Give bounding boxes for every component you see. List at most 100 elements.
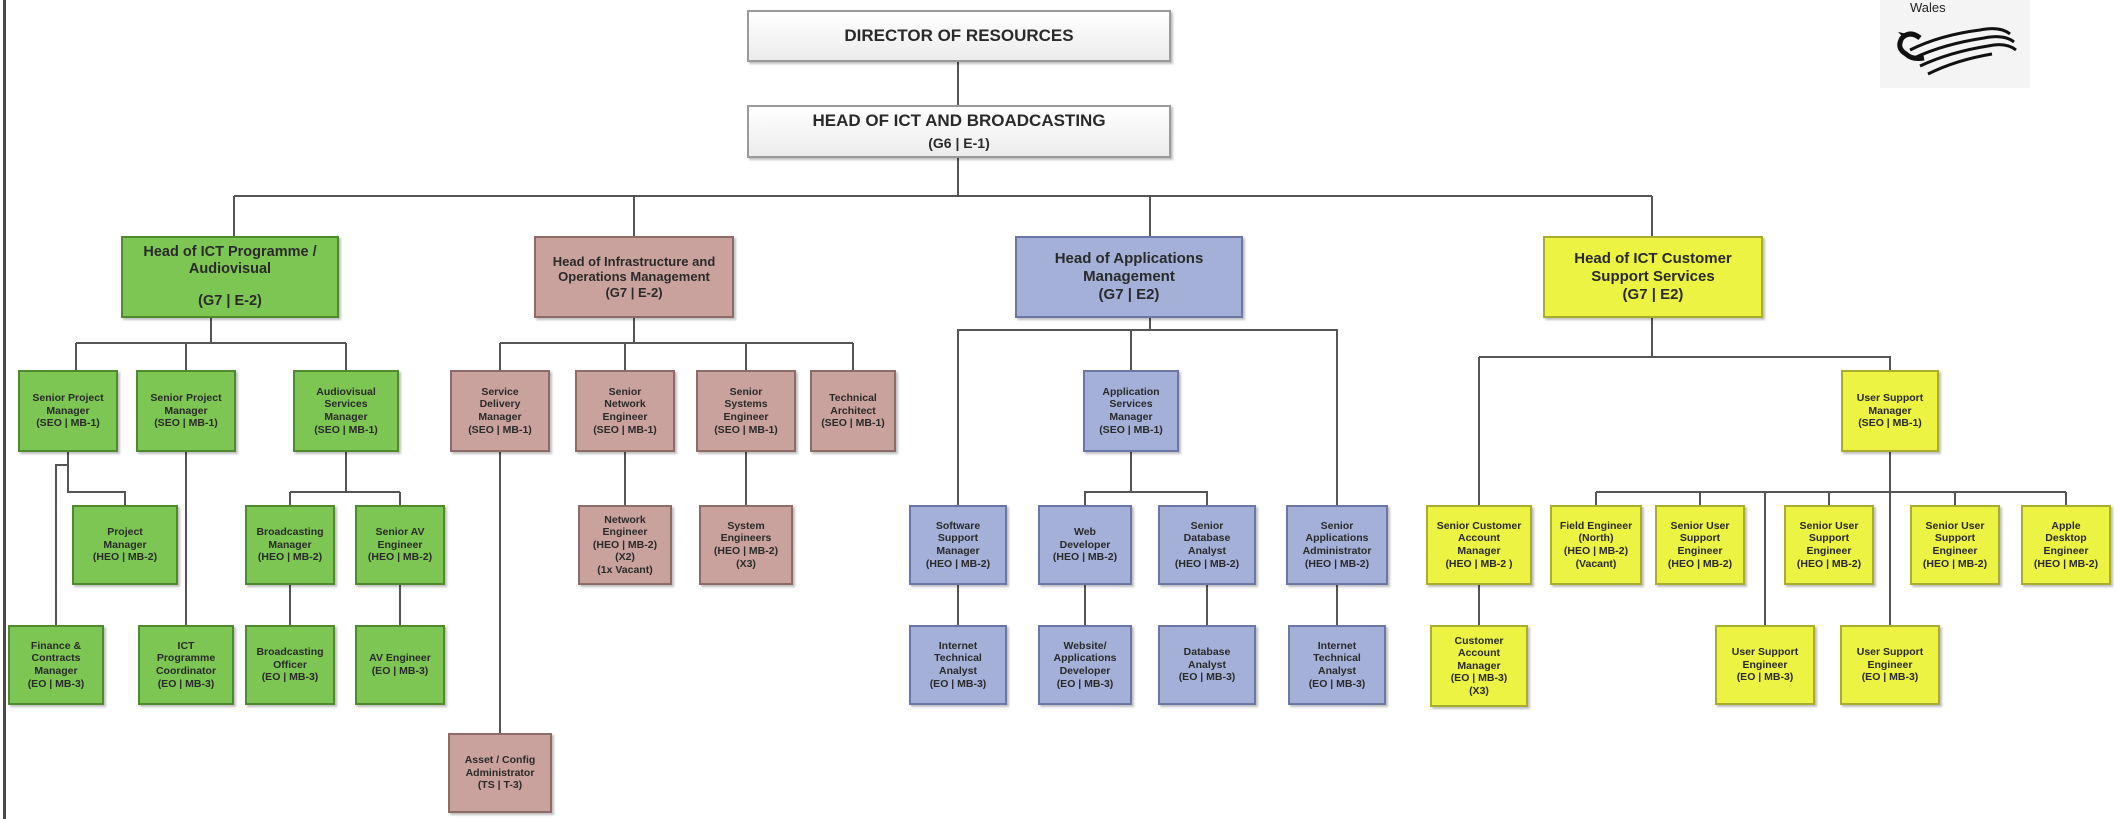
connector-spm1-fcm [55, 464, 68, 625]
node-title: Network Engineer [602, 513, 648, 539]
node-grade: (HEO | MB-2) (X3) [713, 545, 779, 570]
node-grade: (SEO | MB-1) [314, 423, 378, 436]
node-title: Senior Project Manager [150, 392, 222, 417]
node-title: Internet Technical Analyst [1313, 639, 1361, 677]
node-grade: (HEO | MB-2) [1922, 557, 1988, 570]
node-grade: (SEO | MB-1) [468, 423, 532, 436]
logo-area [1880, 0, 2030, 88]
node-title: Senior AV Engineer [375, 526, 425, 551]
node-title: Apple Desktop Engineer [2043, 519, 2089, 557]
node-asset-config-administrator: Asset / Config Administrator (TS | T-3) [448, 733, 552, 813]
node-grade: (SEO | MB-1) [1099, 423, 1163, 436]
node-grade: (HEO | MB-2) [2033, 557, 2099, 570]
node-grade: (SEO | MB-1) [593, 423, 657, 436]
node-title: Internet Technical Analyst [934, 639, 982, 677]
node-title: Service Delivery Manager [478, 385, 522, 423]
node-title: Senior User Support Engineer [1670, 519, 1730, 557]
node-senior-user-support-engineer-2: Senior User Support Engineer (HEO | MB-2… [1784, 505, 1874, 585]
node-grade: (EO | MB-3) [1178, 671, 1236, 684]
node-grade: (EO | MB-3) [1736, 671, 1794, 684]
node-title: Finance & Contracts Manager [30, 639, 82, 677]
node-head-applications: Head of Applications Management (G7 | E2… [1015, 236, 1243, 318]
node-system-engineers: System Engineers (HEO | MB-2) (X3) [699, 505, 793, 585]
node-grade: (SEO | MB-1) [821, 417, 885, 430]
node-grade: (SEO | MB-1) [714, 423, 778, 436]
node-director: DIRECTOR OF RESOURCES [747, 10, 1171, 62]
node-senior-applications-administrator: Senior Applications Administrator (HEO |… [1286, 505, 1388, 585]
node-grade: (G7 | E-2) [198, 292, 262, 309]
node-title: Senior User Support Engineer [1799, 519, 1859, 557]
node-grade: (G7 | E2) [1098, 286, 1160, 303]
node-senior-customer-account-manager: Senior Customer Account Manager (HEO | M… [1426, 505, 1532, 585]
node-title: Broadcasting Manager [256, 526, 324, 551]
node-senior-project-manager-2: Senior Project Manager (SEO | MB-1) [136, 370, 236, 452]
node-title: Head of ICT Programme / Audiovisual [143, 243, 317, 278]
node-head-infrastructure: Head of Infrastructure and Operations Ma… [534, 236, 734, 318]
node-technical-architect: Technical Architect (SEO | MB-1) [810, 370, 896, 452]
node-title: AV Engineer [369, 652, 431, 665]
node-finance-contracts-manager: Finance & Contracts Manager (EO | MB-3) [8, 625, 104, 705]
node-grade: (EO | MB-3) (X3) [1450, 672, 1508, 697]
node-senior-project-manager-1: Senior Project Manager (SEO | MB-1) [18, 370, 118, 452]
node-grade: (EO | MB-3) [929, 677, 987, 690]
node-grade: (SEO | MB-1) [1858, 417, 1922, 430]
node-grade: (HEO | MB-2) (Vacant) [1563, 545, 1629, 570]
node-grade: (G7 | E2) [1622, 286, 1684, 303]
node-title: Senior Project Manager [32, 392, 104, 417]
node-senior-database-analyst: Senior Database Analyst (HEO | MB-2) [1158, 505, 1256, 585]
node-grade: (HEO | MB-2) (X2) (1x Vacant) [592, 538, 658, 576]
node-title: User Support Manager [1856, 392, 1924, 417]
node-web-developer: Web Developer (HEO | MB-2) [1038, 505, 1132, 585]
node-apple-desktop-engineer: Apple Desktop Engineer (HEO | MB-2) [2021, 505, 2111, 585]
node-title: HEAD OF ICT AND BROADCASTING [812, 111, 1106, 131]
node-title: Senior User Support Engineer [1925, 519, 1985, 557]
node-head-ict: HEAD OF ICT AND BROADCASTING (G6 | E-1) [747, 105, 1171, 158]
node-title: Head of ICT Customer Support Services [1574, 250, 1732, 285]
node-application-services-manager: Application Services Manager (SEO | MB-1… [1083, 370, 1179, 452]
node-title: Database Analyst [1183, 646, 1231, 671]
node-title: Senior Database Analyst [1183, 519, 1231, 557]
connector-avsm-bus [290, 452, 400, 493]
connector-apps-bus [957, 329, 1338, 505]
node-grade: (EO | MB-3) [27, 677, 85, 690]
node-grade: (HEO | MB-2) [925, 557, 991, 570]
node-grade: (HEO | MB-2) [1796, 557, 1862, 570]
dragon-logo-icon [1897, 27, 2017, 76]
node-software-support-manager: Software Support Manager (HEO | MB-2) [909, 505, 1007, 585]
node-title: Software Support Manager [935, 519, 981, 557]
node-title: Application Services Manager [1102, 385, 1160, 423]
connector-asm-bus [1084, 452, 1208, 505]
node-senior-systems-engineer: Senior Systems Engineer (SEO | MB-1) [696, 370, 796, 452]
node-grade: (HEO | MB-2) [92, 551, 158, 564]
node-grade: (G7 | E-2) [605, 284, 663, 300]
node-title: System Engineers [720, 519, 772, 545]
node-project-manager: Project Manager (HEO | MB-2) [72, 505, 178, 585]
node-grade: (EO | MB-3) [1861, 671, 1919, 684]
node-user-support-engineer-2: User Support Engineer (EO | MB-3) [1840, 625, 1940, 705]
node-grade: (HEO | MB-2) [1052, 551, 1118, 564]
node-title: ICT Programme Coordinator [155, 639, 217, 677]
node-grade: (SEO | MB-1) [154, 417, 218, 430]
logo-text: Wales [1910, 0, 1946, 15]
node-title: DIRECTOR OF RESOURCES [844, 25, 1074, 45]
node-grade: (EO | MB-3) [261, 671, 319, 684]
node-grade: (SEO | MB-1) [36, 417, 100, 430]
node-title: Web Developer [1059, 526, 1111, 551]
node-title: Customer Account Manager [1454, 634, 1504, 672]
node-av-engineer: AV Engineer (EO | MB-3) [355, 625, 445, 705]
node-grade: (EO | MB-3) [371, 665, 429, 677]
node-title: Head of Applications Management [1054, 250, 1204, 285]
node-internet-technical-analyst-2: Internet Technical Analyst (EO | MB-3) [1288, 625, 1386, 705]
node-audiovisual-services-manager: Audiovisual Services Manager (SEO | MB-1… [293, 370, 399, 452]
node-title: Asset / Config Administrator [464, 754, 536, 779]
node-ict-programme-coordinator: ICT Programme Coordinator (EO | MB-3) [138, 625, 234, 705]
node-head-customer: Head of ICT Customer Support Services (G… [1543, 236, 1763, 318]
node-user-support-manager: User Support Manager (SEO | MB-1) [1841, 370, 1939, 452]
node-senior-network-engineer: Senior Network Engineer (SEO | MB-1) [575, 370, 675, 452]
node-service-delivery-manager: Service Delivery Manager (SEO | MB-1) [450, 370, 550, 452]
node-title: Website/ Applications Developer [1053, 639, 1117, 677]
node-title: Senior Customer Account Manager [1436, 519, 1522, 557]
node-title: Senior Network Engineer [602, 385, 648, 423]
node-grade: (HEO | MB-2) [367, 551, 433, 564]
